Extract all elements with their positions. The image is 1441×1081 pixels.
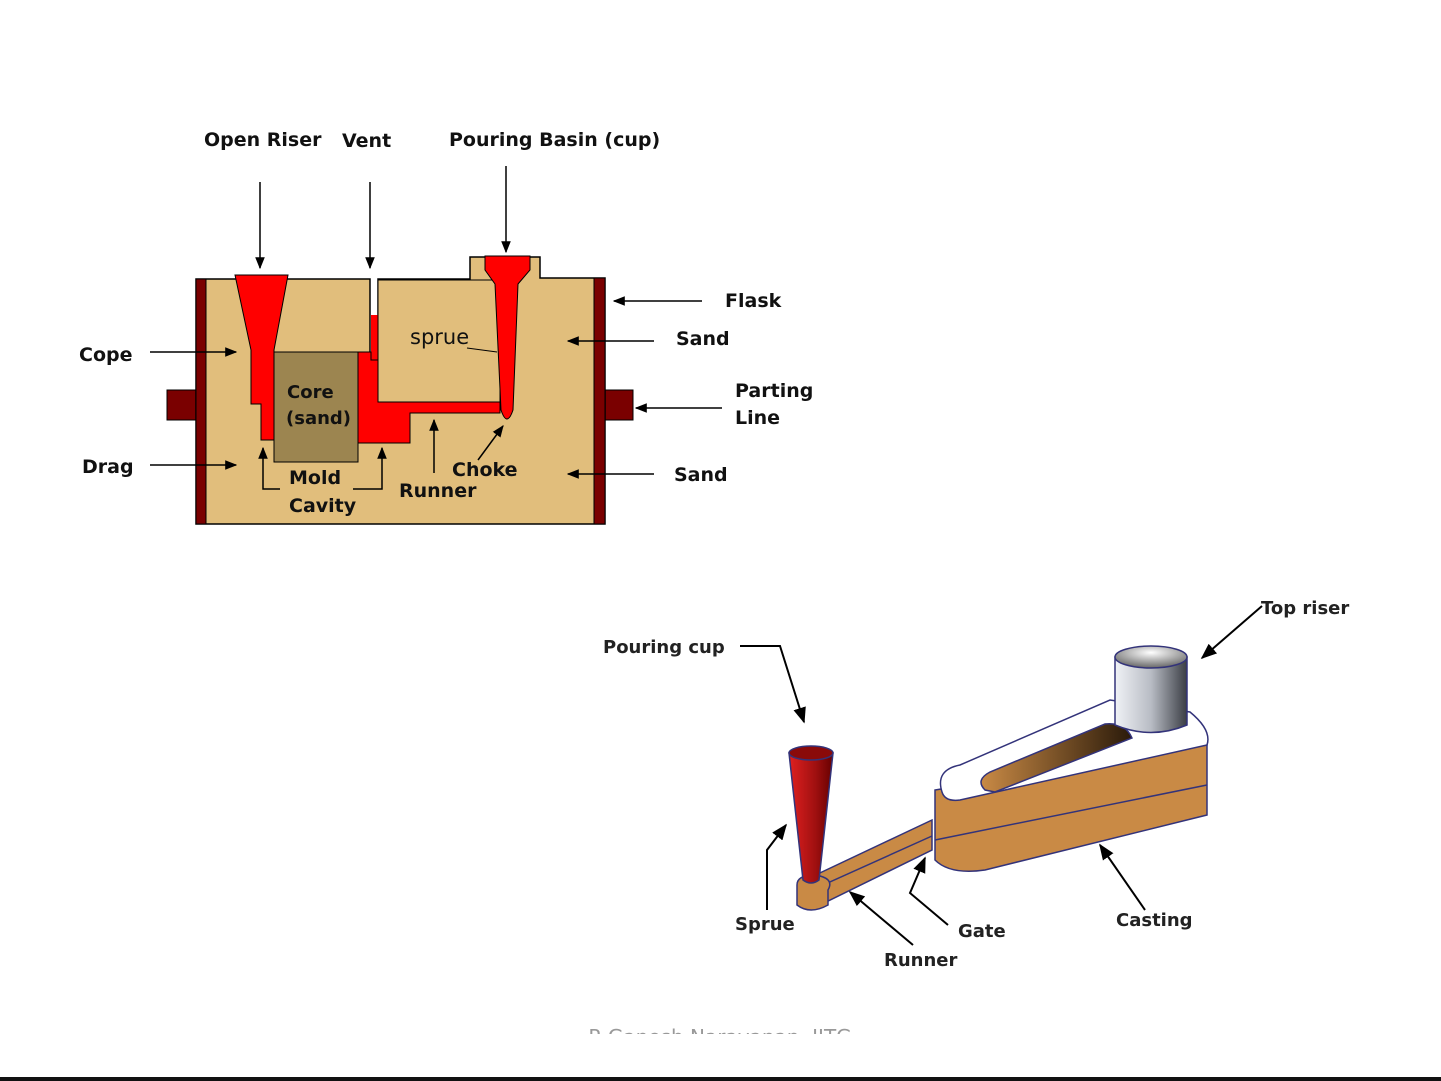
casting-parting-line: [934, 784, 1208, 841]
bottom-border: [0, 1077, 1441, 1081]
flask-wall-right: [593, 277, 606, 525]
mold-cross-section: Open Riser Vent Pouring Basin (cup) Flas…: [79, 129, 813, 525]
label-core-1: Core: [287, 382, 334, 403]
label-vent: Vent: [342, 130, 391, 152]
label-choke: Choke: [452, 459, 518, 481]
label-runner-3d: Runner: [884, 950, 958, 971]
arrows: [150, 166, 722, 490]
top-riser: [1114, 656, 1188, 734]
label-mold-cavity-1: Mold: [289, 467, 341, 489]
label-sand-bottom: Sand: [674, 464, 728, 486]
label-sprue-3d: Sprue: [735, 914, 795, 935]
label-open-riser: Open Riser: [204, 129, 322, 151]
flask-wall-left: [195, 278, 207, 525]
label-cope: Cope: [79, 344, 132, 366]
flask-handle-right: [601, 389, 634, 421]
label-sand-top: Sand: [676, 328, 730, 350]
vent-metal: [371, 315, 378, 360]
label-flask: Flask: [725, 290, 782, 312]
top-riser-top: [1114, 645, 1188, 669]
casting-hole: [980, 723, 1133, 793]
label-pouring-basin: Pouring Basin (cup): [449, 129, 660, 151]
cope-block: [377, 279, 501, 403]
sprue-metal: [484, 255, 531, 420]
open-riser-metal: [234, 274, 289, 441]
label-drag: Drag: [82, 456, 134, 478]
sprue-leader: [466, 347, 498, 353]
label-sprue: sprue: [410, 325, 469, 349]
core: [273, 351, 359, 463]
flask-handle-left: [166, 389, 200, 421]
gating-system: [788, 645, 1209, 911]
sprue-3d: [788, 752, 834, 884]
pouring-cup-top: [788, 745, 834, 761]
label-gate: Gate: [958, 921, 1006, 942]
label-parting-line-2: Line: [735, 407, 780, 429]
label-casting: Casting: [1116, 910, 1193, 931]
gating-arrows: [740, 605, 1263, 946]
label-top-riser: Top riser: [1261, 598, 1349, 619]
label-mold-cavity-2: Cavity: [289, 495, 357, 517]
runner-line: [811, 835, 933, 891]
label-pouring-cup: Pouring cup: [603, 637, 725, 658]
footer-text: R.Ganesh Narayanan, IITG: [560, 1020, 880, 1034]
casting-side: [934, 744, 1208, 872]
label-runner: Runner: [399, 480, 477, 502]
label-core-2: (sand): [286, 408, 351, 429]
label-parting-line-1: Parting: [735, 380, 813, 402]
